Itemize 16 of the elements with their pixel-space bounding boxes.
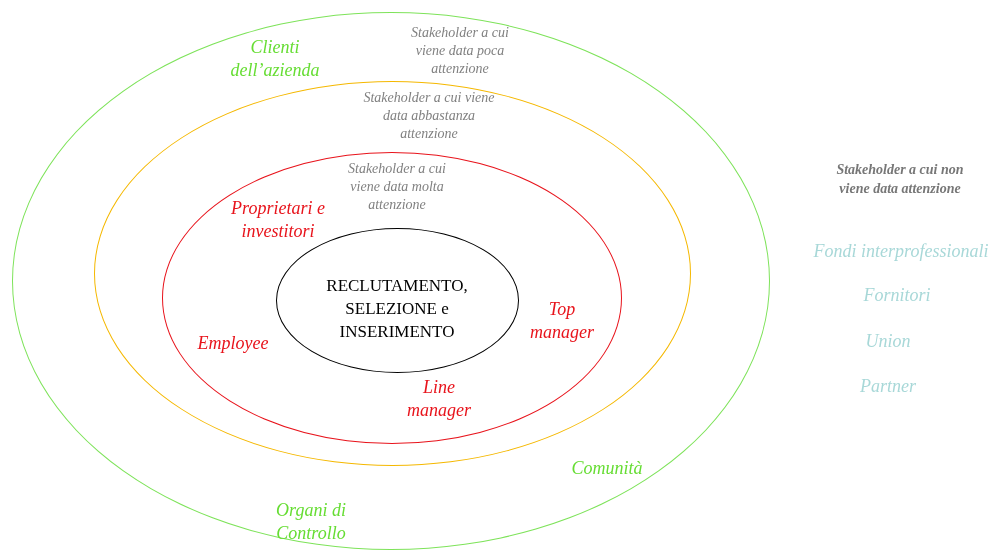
stakeholder-label: Clienti dell’azienda (229, 36, 321, 82)
stakeholder-label: Fondi interprofessionali (812, 240, 990, 263)
list-heading: Stakeholder a cui non viene data attenzione (835, 161, 965, 198)
stakeholder-label: Organi di Controllo (275, 499, 347, 545)
stakeholder-label: Proprietari e investitori (230, 197, 326, 243)
stakeholder-label: Employee (196, 332, 270, 355)
stakeholder-label: Fornitori (862, 284, 932, 307)
stakeholder-label: Comunità (571, 457, 643, 480)
stakeholder-label: Union (864, 330, 912, 353)
ring-heading: Stakeholder a cui viene data abbastanza attenzione (362, 89, 496, 143)
stakeholder-label: Partner (859, 375, 917, 398)
ring-heading: Stakeholder a cui viene data poca attenzione (410, 24, 510, 78)
center-text: RECLUTAMENTO, SELEZIONE e INSERIMENTO (325, 275, 469, 343)
stakeholder-label: Top manager (529, 298, 595, 344)
stakeholder-label: Line manager (406, 376, 472, 422)
ring-heading: Stakeholder a cui viene data molta attenzione (347, 160, 447, 214)
